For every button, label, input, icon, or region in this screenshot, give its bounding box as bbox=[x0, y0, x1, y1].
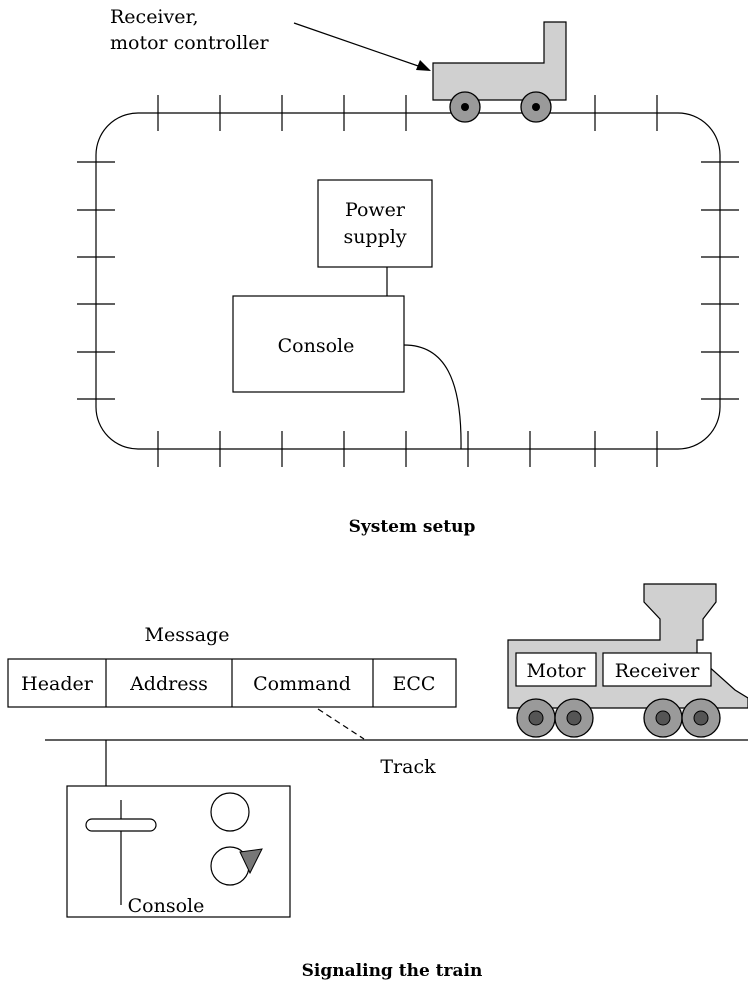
track-ties bbox=[77, 95, 739, 467]
message-field-ecc: ECC bbox=[393, 673, 436, 695]
train-car bbox=[432, 21, 567, 123]
console-label: Console bbox=[278, 335, 355, 357]
wheel bbox=[449, 91, 481, 123]
console-box bbox=[232, 295, 405, 393]
signaling-the-train: Message Header Address Command ECC Track… bbox=[7, 583, 748, 981]
locomotive: Motor Receiver bbox=[507, 583, 748, 738]
console-wire bbox=[403, 344, 462, 450]
motor-label: Motor bbox=[526, 660, 586, 682]
signal-dashed-line bbox=[317, 708, 365, 740]
receiver-box bbox=[602, 652, 712, 687]
message-field-command: Command bbox=[253, 673, 351, 695]
caption-system-setup: System setup bbox=[349, 517, 476, 537]
receiver-label-line2: motor controller bbox=[110, 32, 270, 54]
label-arrow bbox=[293, 22, 425, 69]
wheel bbox=[554, 698, 594, 738]
wheel bbox=[520, 91, 552, 123]
motor-box bbox=[515, 652, 597, 687]
console-knob bbox=[210, 792, 250, 832]
console-slider-handle bbox=[85, 818, 157, 832]
power-supply-box bbox=[317, 179, 433, 268]
power-label-line2: supply bbox=[343, 226, 406, 248]
message-field-header: Header bbox=[21, 673, 94, 695]
track-loop bbox=[95, 112, 721, 450]
wheel bbox=[516, 698, 556, 738]
track-label: Track bbox=[380, 756, 436, 778]
system-setup: Receiver, motor controller Power supply … bbox=[77, 6, 739, 537]
caption-signaling-the-train: Signaling the train bbox=[302, 961, 483, 981]
message-title: Message bbox=[145, 624, 230, 646]
console-label: Console bbox=[128, 895, 205, 917]
console-dial bbox=[210, 846, 263, 886]
receiver-label: Receiver bbox=[615, 660, 700, 682]
message-field-address: Address bbox=[129, 673, 208, 695]
power-label-line1: Power bbox=[345, 199, 406, 221]
receiver-label-line1: Receiver, bbox=[110, 6, 199, 28]
wheel bbox=[681, 698, 721, 738]
arrowhead bbox=[416, 60, 431, 71]
wheel bbox=[643, 698, 683, 738]
